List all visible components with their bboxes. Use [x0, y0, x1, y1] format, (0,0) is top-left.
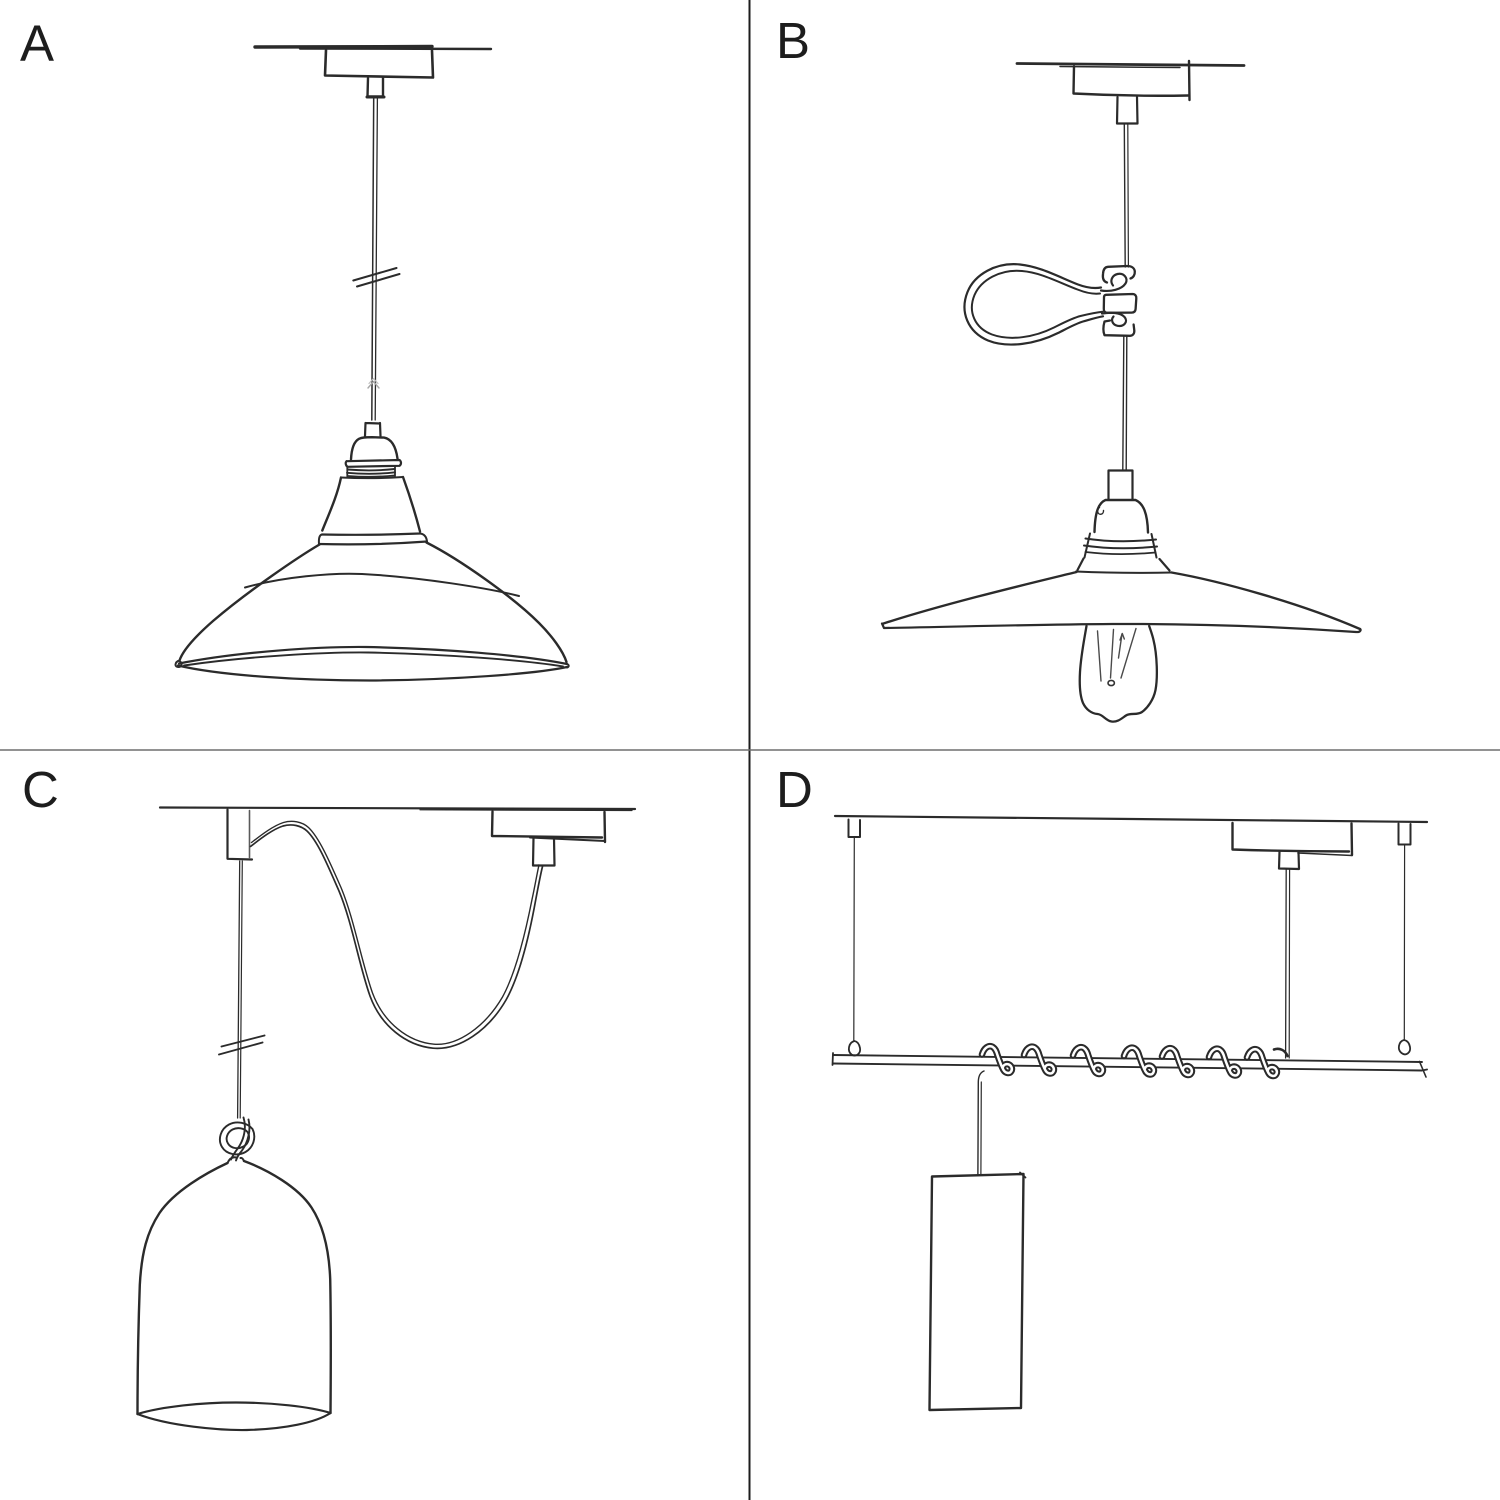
svg-text:D: D [776, 761, 813, 818]
svg-text:A: A [20, 15, 54, 72]
svg-text:C: C [22, 761, 59, 818]
svg-text:B: B [776, 12, 810, 69]
